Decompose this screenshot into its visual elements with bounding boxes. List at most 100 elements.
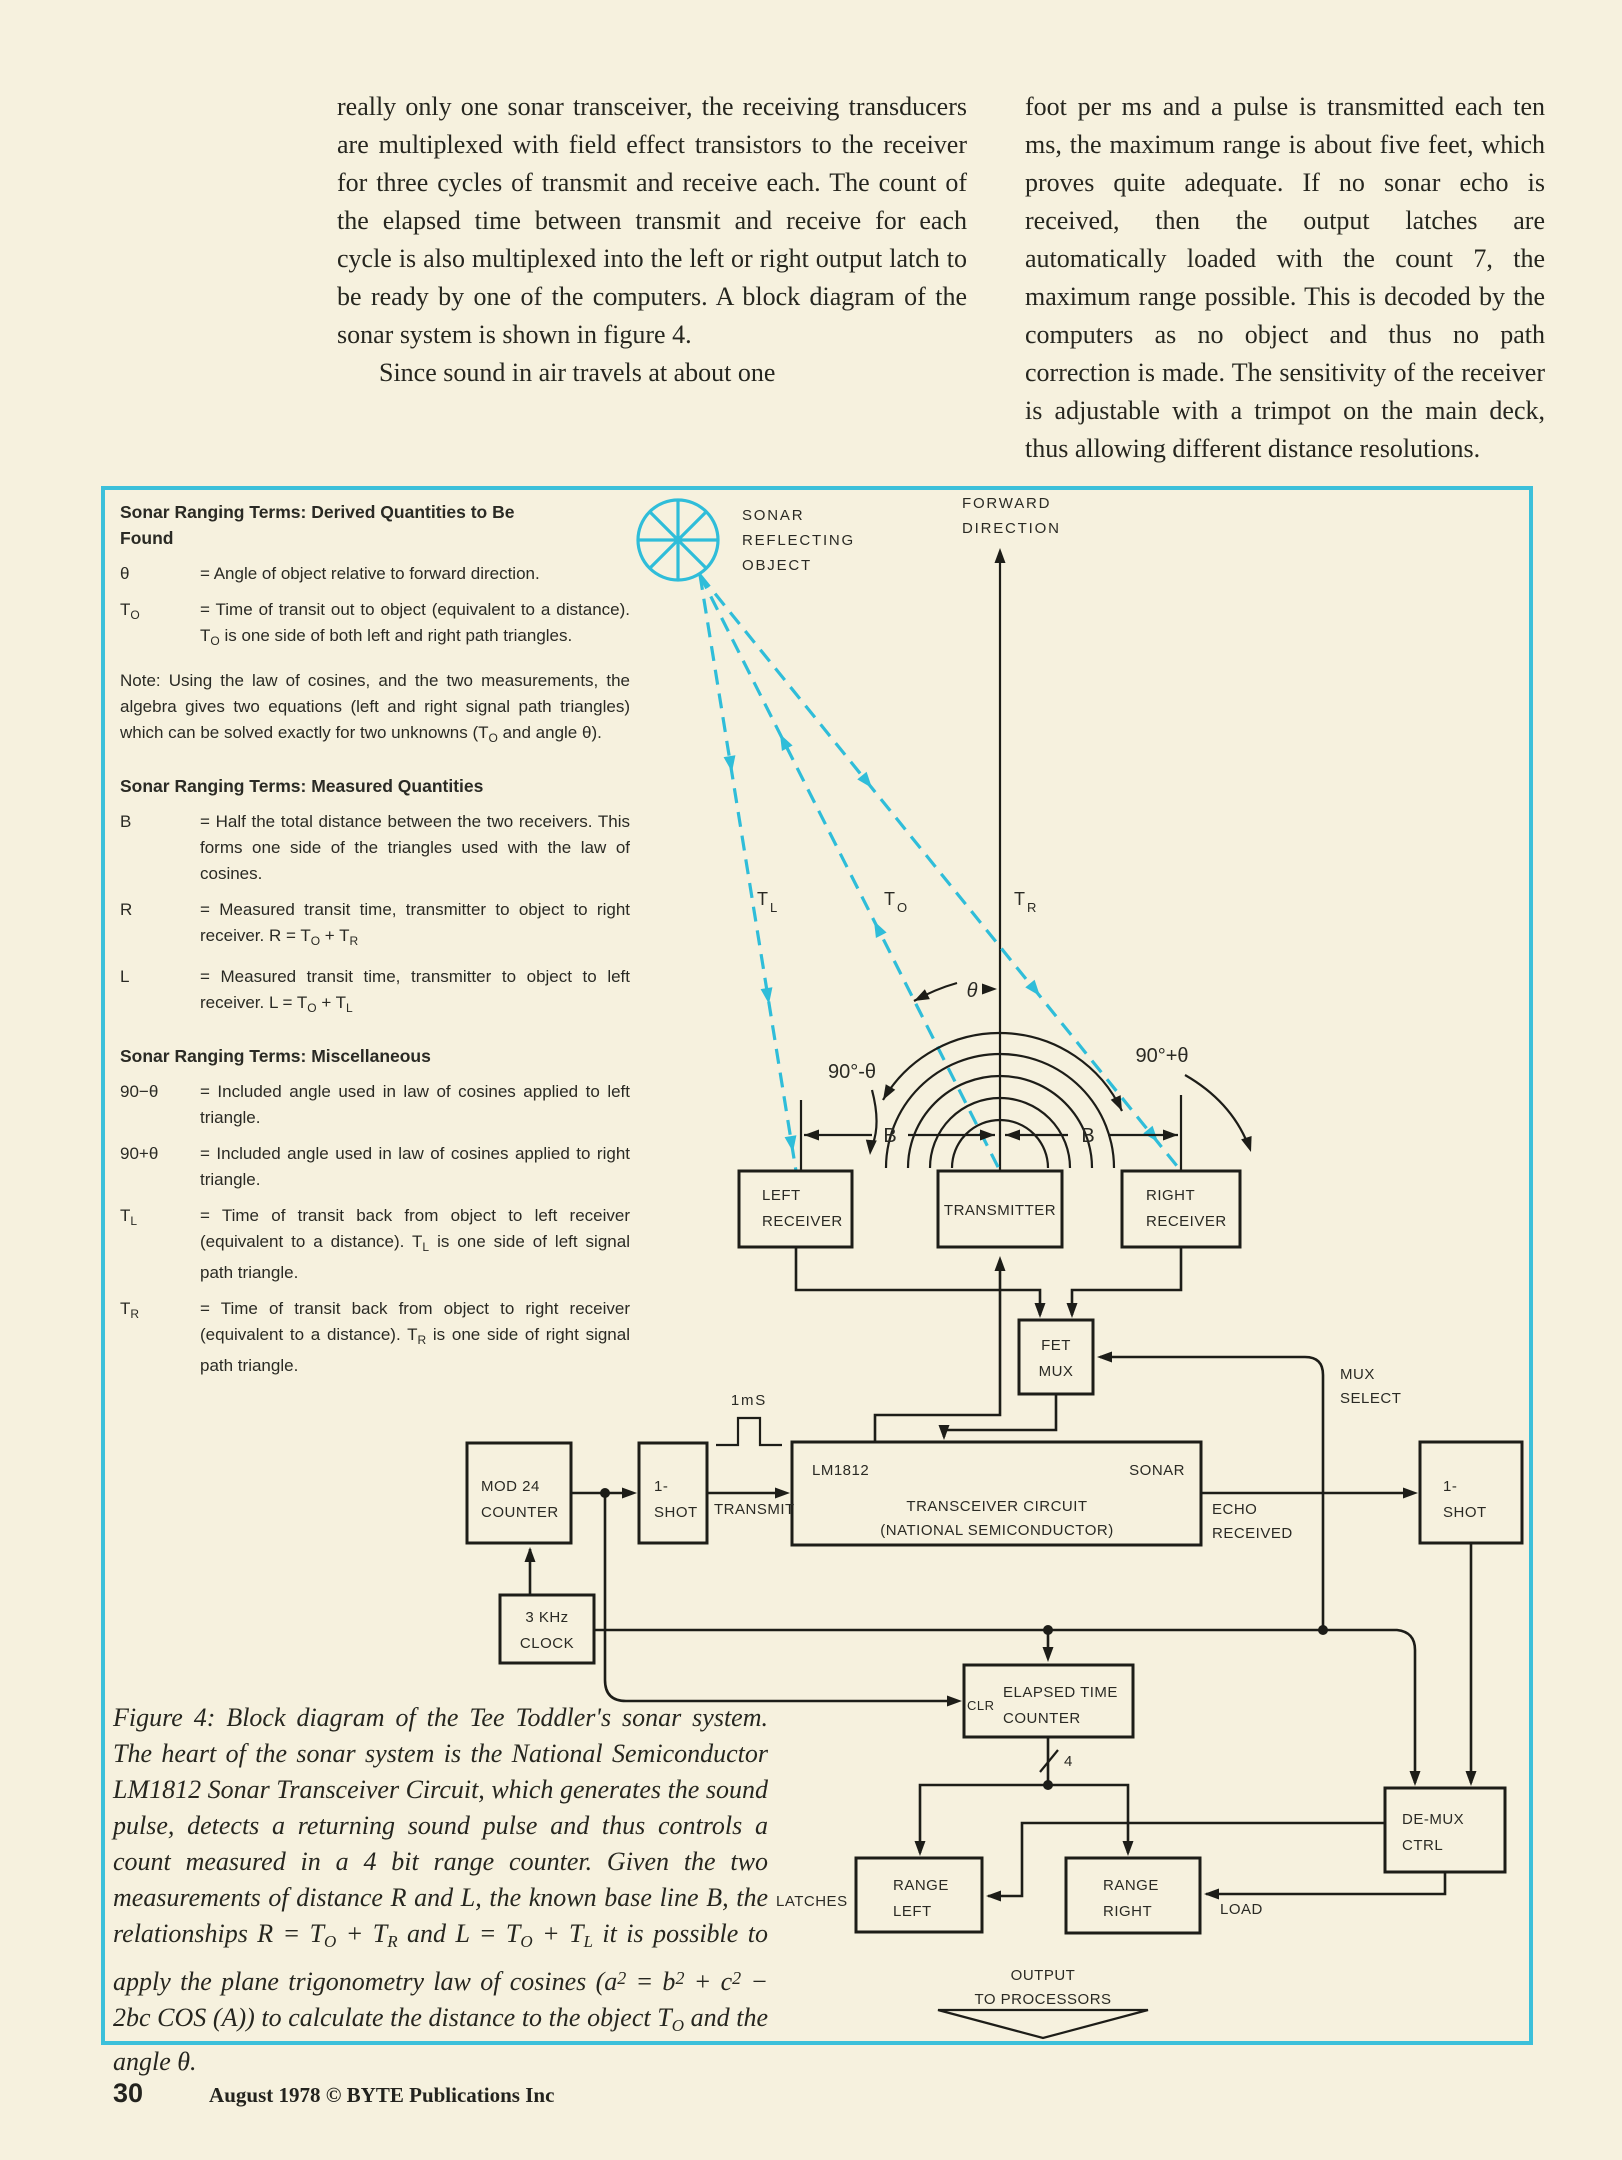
svg-text:SONAR: SONAR — [1129, 1462, 1185, 1479]
definition-row: 90+θ = Included angle used in law of cos… — [120, 1141, 630, 1193]
term-l-definition: = Measured transit time, transmitter to … — [200, 967, 630, 1015]
definition-row: L = Measured transit time, transmitter t… — [120, 964, 630, 1021]
box-range-left: RANGE LEFT — [854, 1856, 984, 1934]
svg-text:L: L — [770, 900, 777, 915]
diagram-wires — [524, 1247, 1477, 1902]
svg-text:LM1812: LM1812 — [812, 1462, 869, 1479]
svg-text:90°-θ: 90°-θ — [828, 1061, 876, 1083]
svg-text:OUTPUT: OUTPUT — [1011, 1967, 1076, 1984]
article-paragraph: foot per ms and a pulse is transmitted e… — [1025, 92, 1545, 463]
svg-text:θ: θ — [967, 980, 978, 1002]
box-lm1812: LM1812 SONAR TRANSCEIVER CIRCUIT (NATION… — [790, 1440, 1203, 1547]
svg-text:MUX: MUX — [1039, 1363, 1074, 1380]
box-range-right: RANGE RIGHT — [1064, 1856, 1202, 1935]
forward-direction-label: FORWARD DIRECTION — [962, 495, 1061, 537]
svg-text:SELECT: SELECT — [1340, 1390, 1401, 1407]
svg-text:FORWARD: FORWARD — [962, 495, 1051, 512]
svg-text:MUX: MUX — [1340, 1366, 1375, 1383]
box-mod24-counter: MOD 24 COUNTER — [465, 1441, 573, 1545]
term-tr: TR — [120, 1299, 140, 1321]
bus-width-slash: 4 — [1039, 1749, 1073, 1773]
term-90-minus-theta: 90−θ — [120, 1082, 159, 1101]
svg-text:90°+θ: 90°+θ — [1135, 1045, 1188, 1067]
term-r-definition: = Measured transit time, transmitter to … — [200, 900, 630, 948]
svg-text:3 KHz: 3 KHz — [525, 1609, 568, 1626]
term-b: B — [120, 812, 132, 831]
svg-text:RANGE: RANGE — [1103, 1877, 1159, 1894]
ray-label-tl: T L — [757, 889, 777, 915]
baseline-dimension: B B — [799, 1095, 1183, 1171]
latches-label: LATCHES — [776, 1893, 848, 1910]
term-tl: TL — [120, 1206, 138, 1228]
svg-text:OBJECT: OBJECT — [742, 557, 812, 574]
svg-text:B: B — [883, 1125, 896, 1147]
term-tr-definition: = Time of transit back from object to ri… — [200, 1299, 630, 1375]
sound-wave-arcs — [884, 1052, 1116, 1169]
svg-text:RECEIVED: RECEIVED — [1212, 1525, 1293, 1542]
definition-row: B = Half the total distance between the … — [120, 809, 630, 887]
svg-text:(NATIONAL SEMICONDUCTOR): (NATIONAL SEMICONDUCTOR) — [880, 1522, 1113, 1539]
svg-text:RIGHT: RIGHT — [1103, 1903, 1152, 1920]
svg-text:TRANSCEIVER CIRCUIT: TRANSCEIVER CIRCUIT — [906, 1498, 1087, 1515]
section-heading-derived: Sonar Ranging Terms: Derived Quantities … — [120, 502, 515, 548]
svg-text:B: B — [1081, 1125, 1094, 1147]
sonar-ray-right — [698, 573, 1183, 1173]
svg-text:COUNTER: COUNTER — [1003, 1710, 1081, 1727]
definition-row: TO = Time of transit out to object (equi… — [120, 597, 630, 654]
term-to: TO — [120, 600, 140, 622]
definition-row: R = Measured transit time, transmitter t… — [120, 897, 630, 954]
transmit-wire-label: TRANSMIT — [714, 1501, 795, 1518]
term-l: L — [120, 967, 130, 986]
figure-caption: Figure 4: Block diagram of the Tee Toddl… — [113, 1703, 769, 2076]
article-column-left: really only one sonar transceiver, the r… — [337, 88, 967, 392]
article-paragraph: really only one sonar transceiver, the r… — [337, 92, 967, 349]
svg-text:4: 4 — [1064, 1753, 1073, 1770]
included-angle-arc — [882, 1031, 1123, 1112]
forward-direction-axis — [994, 548, 1006, 1171]
svg-text:LEFT: LEFT — [893, 1903, 932, 1920]
angle-90-minus-theta: 90°-θ — [828, 1061, 878, 1155]
svg-text:DE-MUX: DE-MUX — [1402, 1811, 1464, 1828]
svg-text:RANGE: RANGE — [893, 1877, 949, 1894]
term-theta: θ — [120, 564, 130, 583]
svg-text:COUNTER: COUNTER — [481, 1504, 559, 1521]
sonar-ray-out — [698, 574, 1002, 1172]
term-tl-definition: = Time of transit back from object to le… — [200, 1206, 630, 1282]
theta-angle-annotation: θ — [913, 980, 997, 1002]
svg-text:MOD 24: MOD 24 — [481, 1478, 540, 1495]
term-90-minus-theta-definition: = Included angle used in law of cosines … — [200, 1082, 630, 1127]
page-number: 30 — [113, 2078, 144, 2108]
article-paragraph: Since sound in air travels at about one — [379, 358, 776, 387]
svg-text:FET: FET — [1041, 1337, 1071, 1354]
section-heading-miscellaneous: Sonar Ranging Terms: Miscellaneous — [120, 1046, 431, 1066]
ray-label-tr: T R — [1014, 889, 1036, 915]
box-transmitter: TRANSMITTER — [936, 1169, 1064, 1249]
output-arrow-icon — [937, 2008, 1149, 2040]
box-left-receiver: LEFT RECEIVER — [737, 1169, 854, 1249]
definition-row: TL = Time of transit back from object to… — [120, 1203, 630, 1286]
box-elapsed-time-counter: CLR ELAPSED TIME COUNTER — [962, 1663, 1135, 1739]
term-b-definition: = Half the total distance between the tw… — [200, 812, 630, 883]
ray-label-to: T O — [884, 889, 907, 915]
svg-text:ELAPSED TIME: ELAPSED TIME — [1003, 1684, 1118, 1701]
box-demux-ctrl: DE-MUX CTRL — [1383, 1786, 1507, 1874]
angle-90-plus-theta: 90°+θ — [1135, 1045, 1252, 1152]
svg-text:T: T — [1014, 889, 1025, 909]
svg-text:T: T — [884, 889, 895, 909]
svg-text:T: T — [757, 889, 768, 909]
term-r: R — [120, 900, 133, 919]
mux-select-label: MUX SELECT — [1340, 1366, 1401, 1407]
box-3khz-clock: 3 KHz CLOCK — [498, 1593, 596, 1665]
svg-text:RIGHT: RIGHT — [1146, 1187, 1195, 1204]
box-fet-mux: FET MUX — [1017, 1318, 1095, 1396]
svg-text:O: O — [897, 900, 907, 915]
svg-text:R: R — [1027, 900, 1036, 915]
term-90-plus-theta: 90+θ — [120, 1144, 159, 1163]
svg-text:REFLECTING: REFLECTING — [742, 532, 855, 549]
box-right-receiver: RIGHT RECEIVER — [1120, 1169, 1242, 1249]
svg-text:DIRECTION: DIRECTION — [962, 520, 1061, 537]
svg-text:SHOT: SHOT — [654, 1504, 698, 1521]
page-footer: 30 August 1978 © BYTE Publications Inc — [113, 2078, 554, 2109]
box-one-shot-left: 1- SHOT — [637, 1441, 709, 1545]
echo-received-label: ECHO RECEIVED — [1212, 1501, 1293, 1542]
